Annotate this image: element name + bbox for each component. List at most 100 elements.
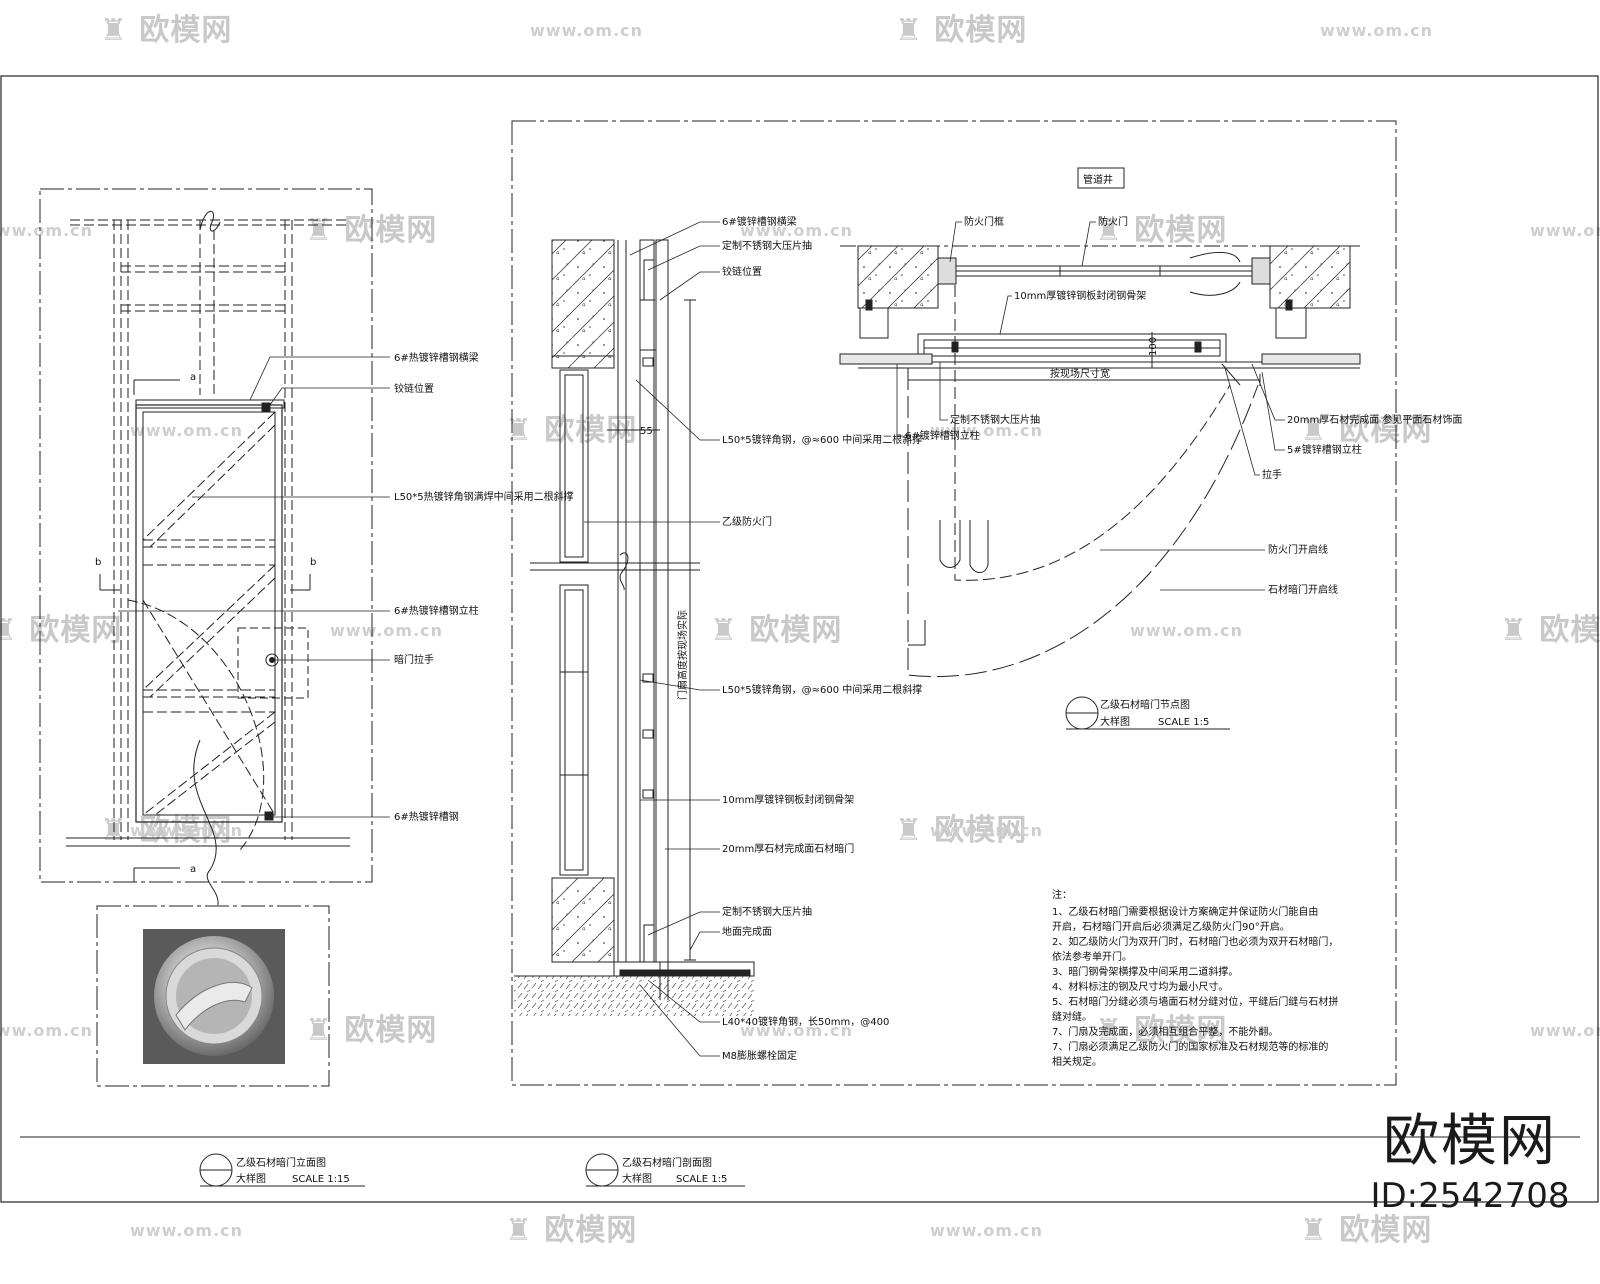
label-plan-steel-plate: 10mm厚镀锌钢板封闭钢骨架 bbox=[1014, 289, 1146, 302]
dim-55: 55 bbox=[640, 426, 653, 437]
label-stone-door-swing: 石材暗门开启线 bbox=[1268, 583, 1338, 596]
plan-title: 管道井 bbox=[1083, 173, 1113, 186]
plan-caption-title: 乙级石材暗门节点图 bbox=[1100, 698, 1190, 711]
label-steel-beam: 6#镀锌槽钢横梁 bbox=[722, 215, 797, 228]
note-line: 开启，石材暗门开启后必须满足乙级防火门90°开启。 bbox=[1052, 920, 1290, 933]
bottom-caption-elevation: 乙级石材暗门立面图 大样图 SCALE 1:15 bbox=[199, 1153, 365, 1187]
brand-name: 欧模网 bbox=[1383, 1109, 1557, 1174]
note-line: 7、门扇必须满足乙级防火门的国家标准及石材规范等的标准的 bbox=[1052, 1040, 1328, 1053]
watermark-brand: ♜ 欧模网 bbox=[1095, 213, 1227, 248]
watermark-url: www.om.cn bbox=[130, 421, 243, 440]
watermark-brand: ♜ 欧模网 bbox=[1300, 1213, 1432, 1248]
watermark-brand: ♜ 欧模网 bbox=[0, 613, 122, 648]
mid-section bbox=[514, 239, 755, 1016]
watermark-url: www.om.cn bbox=[530, 21, 643, 40]
left-elevation-leaders bbox=[118, 356, 390, 818]
watermark-url: www.om.cn bbox=[330, 621, 443, 640]
label-plan-post-6: 6#镀锌槽钢立柱 bbox=[905, 429, 980, 442]
plan-detail-leaders bbox=[896, 221, 1285, 591]
label-door-handle: 暗门拉手 bbox=[394, 653, 434, 666]
dim-100: 100 bbox=[1148, 337, 1159, 356]
watermark-url: www.om.cn bbox=[1130, 621, 1243, 640]
label-channel-beam: 6#热镀锌槽钢横梁 bbox=[394, 351, 479, 364]
label-stone-finish: 20mm厚石材完成面石材暗门 bbox=[722, 842, 854, 855]
notes-heading: 注： bbox=[1052, 888, 1072, 901]
label-expansion-bolt: M8膨胀螺栓固定 bbox=[722, 1049, 797, 1062]
watermark-url: www.om.cn bbox=[0, 1021, 93, 1040]
watermark-brand: ♜ 欧模网 bbox=[100, 813, 232, 848]
watermark-brand: ♜ 欧模网 bbox=[1300, 413, 1432, 448]
watermark-brand: ♜ 欧模网 bbox=[1095, 1013, 1227, 1048]
label-steel-plate: 10mm厚镀锌钢板封闭钢骨架 bbox=[722, 793, 854, 806]
watermark-url: www.om.cn bbox=[740, 221, 853, 240]
caption-elevation-title: 乙级石材暗门立面图 bbox=[236, 1156, 326, 1169]
dim-width: 按现场尺寸宽 bbox=[1050, 367, 1110, 380]
label-angle-l40: L40*40镀锌角钢，长50mm，@400 bbox=[722, 1015, 889, 1028]
section-mark-b-right: b bbox=[310, 557, 316, 568]
note-line: 5、石材暗门分缝必须与墙面石材分缝对位，平缝后门缝与石材拼 bbox=[1052, 995, 1338, 1008]
caption-elevation-scale: SCALE 1:15 bbox=[292, 1174, 350, 1185]
label-angle-upper: L50*5镀锌角钢，@≈600 中间采用二根斜撑 bbox=[722, 433, 922, 446]
watermark-url: www.om.cn bbox=[130, 821, 243, 840]
label-angle-lower: L50*5镀锌角钢，@≈600 中间采用二根斜撑 bbox=[722, 683, 922, 696]
mid-section-labels: 6#镀锌槽钢横梁 定制不锈钢大压片抽 铰链位置 L50*5镀锌角钢，@≈600 … bbox=[722, 215, 922, 1062]
plan-caption-subtitle: 大样图 bbox=[1100, 715, 1130, 728]
section-mark-a-top: a bbox=[190, 372, 196, 383]
note-line: 相关规定。 bbox=[1052, 1055, 1102, 1068]
watermark-url: www.om.cn bbox=[740, 1021, 853, 1040]
watermark-url: www.om.cn bbox=[930, 821, 1043, 840]
watermark-brand: ♜ 欧模网 bbox=[305, 1013, 437, 1048]
label-plan-post-5: 5#镀锌槽钢立柱 bbox=[1287, 443, 1362, 456]
label-fire-door-swing: 防火门开启线 bbox=[1268, 543, 1328, 556]
mid-section-leaders bbox=[584, 221, 720, 1057]
watermark-url: www.om.cn bbox=[130, 1221, 243, 1240]
note-line: 4、材料标注的钢及尺寸均为最小尺寸。 bbox=[1052, 980, 1228, 993]
note-line: 3、暗门钢骨架横撑及中间采用二道斜撑。 bbox=[1052, 965, 1238, 978]
note-line: 1、乙级石材暗门需要根据设计方案确定并保证防火门能自由 bbox=[1052, 905, 1318, 918]
dim-door-height: 门扇高度按现场实际 bbox=[676, 610, 689, 700]
label-angle-steel: L50*5热镀锌角钢满焊中间采用二根斜撑 bbox=[394, 490, 574, 503]
label-channel-post: 6#热镀锌槽钢立柱 bbox=[394, 604, 479, 617]
watermark-brand: ♜ 欧模网 bbox=[505, 1213, 637, 1248]
sheet-frame bbox=[0, 75, 1599, 1203]
note-line: 2、如乙级防火门为双开门时，石材暗门也必须为双开石材暗门， bbox=[1052, 935, 1338, 948]
section-mark-a-bottom: a bbox=[190, 864, 196, 875]
caption-section-scale: SCALE 1:5 bbox=[676, 1174, 727, 1185]
watermark-url: www.om.cn bbox=[0, 221, 93, 240]
left-elevation-section-marks: a b b a bbox=[95, 372, 316, 875]
left-elevation-labels: 6#热镀锌槽钢横梁 铰链位置 L50*5热镀锌角钢满焊中间采用二根斜撑 6#热镀… bbox=[394, 351, 574, 823]
plan-detail bbox=[839, 167, 1361, 678]
caption-elevation-subtitle: 大样图 bbox=[236, 1172, 266, 1185]
label-plan-handle: 拉手 bbox=[1262, 468, 1282, 481]
watermark-brand: ♜ 欧模网 bbox=[710, 613, 842, 648]
label-hinge: 铰链位置 bbox=[722, 265, 762, 278]
note-line: 7、门扇及完成面，必须相互组合平整，不能外翻。 bbox=[1052, 1025, 1278, 1038]
note-line: 依法参考单开门。 bbox=[1052, 950, 1132, 963]
watermark-brand: ♜ 欧模网 bbox=[100, 13, 232, 48]
door-pull-photo bbox=[96, 905, 330, 1087]
brand-id: ID:2542708 bbox=[1370, 1176, 1570, 1216]
label-fire-door: 乙级防火门 bbox=[722, 515, 772, 528]
label-plan-stone-finish: 20mm厚石材完成面 参见平面石材饰面 bbox=[1287, 413, 1462, 426]
mid-section-dims: 55 门扇高度按现场实际 bbox=[640, 426, 689, 700]
bottom-caption-section: 乙级石材暗门剖面图 大样图 SCALE 1:5 bbox=[585, 1153, 745, 1187]
left-elevation bbox=[39, 188, 373, 906]
watermark-url: www.om.cn bbox=[930, 1221, 1043, 1240]
watermark-layer: ♜ 欧模网 ♜ 欧模网 ♜ 欧模网 ♜ 欧模网 ♜ 欧模网 ♜ 欧模网 ♜ 欧模网 ♜ 欧模网… bbox=[0, 13, 1600, 1248]
plan-caption-scale: SCALE 1:5 bbox=[1158, 717, 1209, 728]
watermark-brand: ♜ 欧模网 bbox=[305, 213, 437, 248]
watermark-brand: ♜ 欧模网 bbox=[895, 13, 1027, 48]
plan-caption: 乙级石材暗门节点图 大样图 SCALE 1:5 bbox=[1065, 696, 1230, 730]
label-plan-fire-door: 防火门 bbox=[1098, 215, 1128, 228]
caption-section-subtitle: 大样图 bbox=[622, 1172, 652, 1185]
label-floor-finish: 地面完成面 bbox=[722, 925, 772, 938]
section-mark-b-left: b bbox=[95, 557, 101, 568]
watermark-brand: ♜ 欧模网 bbox=[895, 813, 1027, 848]
caption-section-title: 乙级石材暗门剖面图 bbox=[622, 1156, 712, 1169]
watermark-url: www.om.cn bbox=[930, 421, 1043, 440]
notes-block: 注： 1、乙级石材暗门需要根据设计方案确定并保证防火门能自由 开启，石材暗门开启… bbox=[1052, 888, 1338, 1068]
mid-section-frame bbox=[511, 120, 1397, 1086]
label-plan-stainless-clip: 定制不锈钢大压片抽 bbox=[950, 413, 1040, 426]
